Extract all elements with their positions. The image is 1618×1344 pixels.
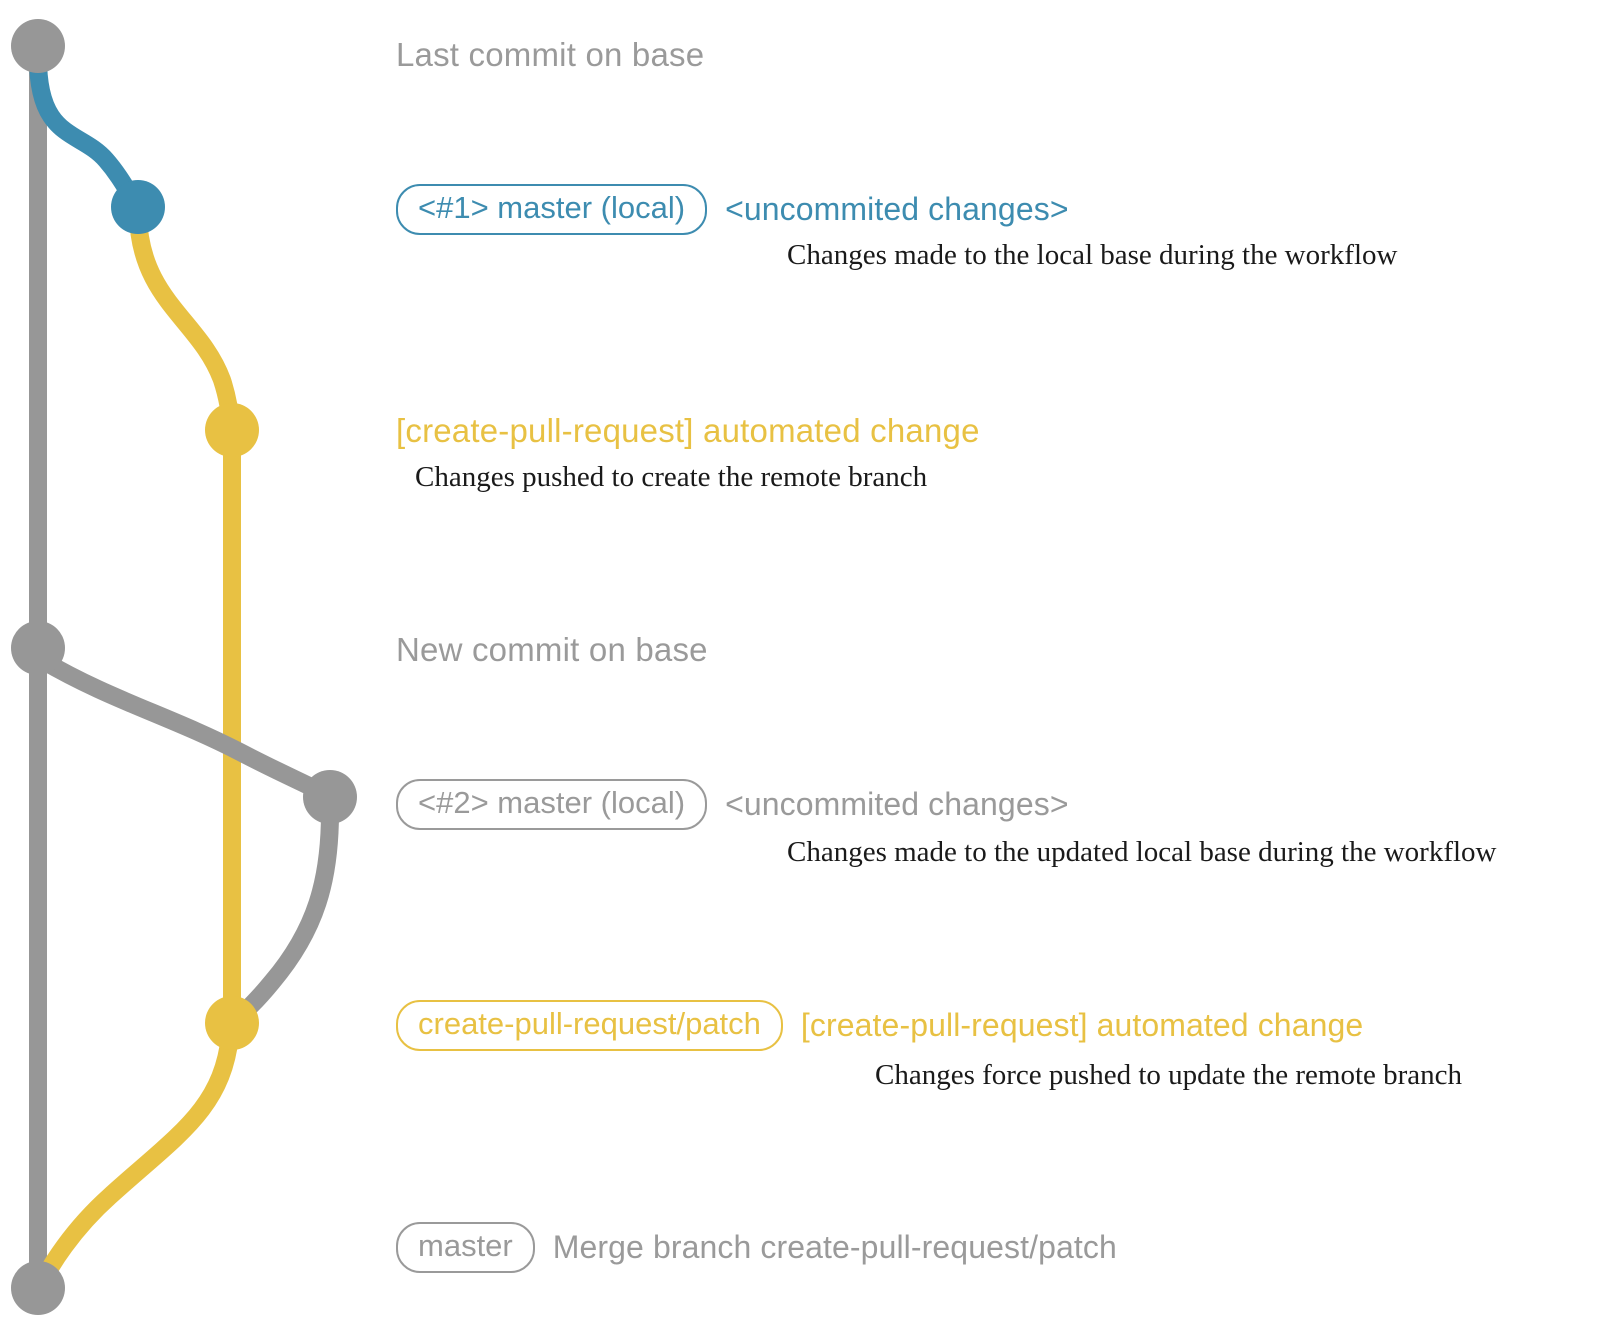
row-last-commit-on-base: Last commit on base xyxy=(396,36,704,74)
row-automated-change-1: [create-pull-request] automated change xyxy=(396,412,980,450)
commit-node-new-commit-on-base[interactable] xyxy=(11,621,65,675)
commit-node-merge-commit[interactable] xyxy=(11,1261,65,1315)
commit-node-automated-change-1[interactable] xyxy=(205,403,259,457)
graph-nodes xyxy=(11,19,357,1315)
commit-message-automated-change-1: [create-pull-request] automated change xyxy=(396,412,980,449)
commit-node-last-commit-on-base[interactable] xyxy=(11,19,65,73)
commit-message-new-commit-on-base: New commit on base xyxy=(396,631,708,668)
row-merge-commit: master Merge branch create-pull-request/… xyxy=(396,1222,1117,1273)
commit-message-merge-commit: Merge branch create-pull-request/patch xyxy=(552,1228,1117,1265)
row-master-local-2: <#2> master (local) <uncommited changes> xyxy=(396,779,1069,830)
description-automated-change-2: Changes force pushed to update the remot… xyxy=(875,1059,1463,1091)
branch-badge-master-local-2[interactable]: <#2> master (local) xyxy=(396,779,708,830)
branch-badge-master-local-1[interactable]: <#1> master (local) xyxy=(396,184,708,235)
commit-node-master-local-2[interactable] xyxy=(303,770,357,824)
commit-message-master-local-1: <uncommited changes> xyxy=(725,190,1069,227)
edge-patch2-to-merge xyxy=(31,1027,239,1295)
branch-badge-create-pull-request-patch[interactable]: create-pull-request/patch xyxy=(396,1000,783,1051)
row-new-commit-on-base: New commit on base xyxy=(396,631,708,669)
commit-node-automated-change-2[interactable] xyxy=(205,996,259,1050)
commit-node-master-local-1[interactable] xyxy=(111,180,165,234)
commit-message-master-local-2: <uncommited changes> xyxy=(725,785,1069,822)
branch-badge-master[interactable]: master xyxy=(396,1222,535,1273)
description-master-local-2: Changes made to the updated local base d… xyxy=(787,836,1497,868)
description-automated-change-1: Changes pushed to create the remote bran… xyxy=(415,461,928,493)
row-automated-change-2: create-pull-request/patch [create-pull-r… xyxy=(396,1000,1363,1051)
commit-message-automated-change-2: [create-pull-request] automated change xyxy=(800,1006,1364,1043)
commit-message-last-commit-on-base: Last commit on base xyxy=(396,36,705,73)
description-master-local-1: Changes made to the local base during th… xyxy=(787,239,1398,271)
row-master-local-1: <#1> master (local) <uncommited changes> xyxy=(396,184,1069,235)
